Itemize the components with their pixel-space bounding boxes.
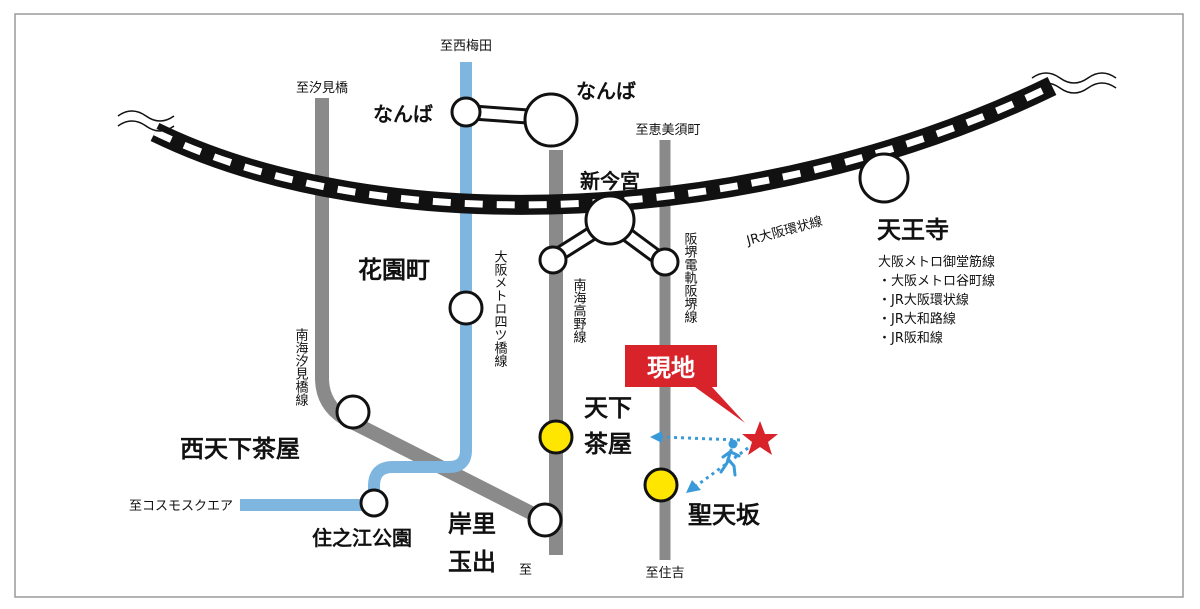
station-seitensaka[interactable] bbox=[643, 467, 679, 503]
station-kishinosato-label-1: 岸里 bbox=[448, 510, 496, 538]
station-tennoji-label: 天王寺 bbox=[877, 216, 949, 244]
station-namba-big-label: なんば bbox=[576, 79, 636, 103]
tennoji-line-0: 大阪メトロ御堂筋線 bbox=[878, 254, 995, 270]
station-nishi-tengachaya-label: 西天下茶屋 bbox=[180, 435, 300, 463]
line-hankai-label: 阪堺電軌阪堺線 bbox=[682, 232, 698, 323]
station-shin-imamiya-hankai[interactable] bbox=[650, 247, 680, 277]
station-hanazonocho-label: 花園町 bbox=[358, 256, 430, 284]
station-namba-big[interactable] bbox=[523, 92, 579, 148]
station-shin-imamiya[interactable] bbox=[584, 194, 636, 246]
station-namba-small[interactable] bbox=[450, 96, 482, 128]
to-nishi-umeda: 至西梅田 bbox=[440, 39, 492, 54]
site-callout-box bbox=[625, 345, 717, 387]
station-sumino-e-koen[interactable] bbox=[359, 488, 389, 518]
station-tengachaya[interactable] bbox=[538, 419, 574, 455]
break-mark-right bbox=[1031, 72, 1117, 94]
station-shin-imamiya-koya[interactable] bbox=[538, 245, 568, 275]
site-star-icon[interactable] bbox=[742, 421, 778, 455]
station-nishi-tengachaya[interactable] bbox=[335, 394, 371, 430]
walk-arrowhead-seitensaka-icon bbox=[686, 480, 701, 493]
tennoji-line-2: ・JR大阪環状線 bbox=[878, 292, 969, 308]
walk-arrowhead-tengachaya-icon bbox=[650, 431, 662, 443]
station-tennoji[interactable] bbox=[858, 152, 910, 204]
line-yotsubashi-label: 大阪メトロ四ツ橋線 bbox=[492, 250, 508, 367]
station-shin-imamiya-label: 新今宮 bbox=[580, 169, 640, 193]
station-kishinosato-label-2: 玉出 bbox=[448, 548, 496, 576]
site-callout-pointer bbox=[695, 387, 745, 423]
yotsubashi-line bbox=[368, 62, 472, 503]
site-label: 現地 bbox=[647, 354, 695, 382]
tennoji-line-1: ・大阪メトロ谷町線 bbox=[878, 273, 995, 289]
station-seitensaka-label: 聖天坂 bbox=[688, 501, 761, 529]
jr-loop-line-inner bbox=[153, 82, 1054, 209]
break-mark-left bbox=[117, 110, 175, 132]
line-shiomibashi-label: 南海汐見橋線 bbox=[293, 327, 309, 406]
station-sumino-e-koen-label: 住之江公園 bbox=[312, 526, 412, 550]
to-shiomibashi: 至汐見橋 bbox=[296, 80, 348, 96]
station-tengachaya-label-1: 天下 bbox=[584, 394, 632, 422]
walking-person-icon bbox=[719, 439, 741, 477]
to-cosmo-square: 至コスモスクエア bbox=[129, 499, 233, 514]
line-koya-label: 南海高野線 bbox=[571, 277, 587, 343]
to-sumiyoshi: 至住吉 bbox=[645, 566, 684, 581]
to-kishinosato: 至 bbox=[519, 563, 532, 578]
tennoji-line-4: ・JR阪和線 bbox=[878, 330, 943, 346]
to-ebisucho: 至恵美須町 bbox=[635, 123, 700, 138]
station-tengachaya-label-2: 茶屋 bbox=[584, 430, 632, 458]
station-hanazonocho[interactable] bbox=[448, 290, 484, 326]
station-kishinosato[interactable] bbox=[527, 502, 563, 538]
tennoji-line-3: ・JR大和路線 bbox=[878, 311, 956, 327]
station-namba-small-label: なんば bbox=[373, 102, 433, 126]
